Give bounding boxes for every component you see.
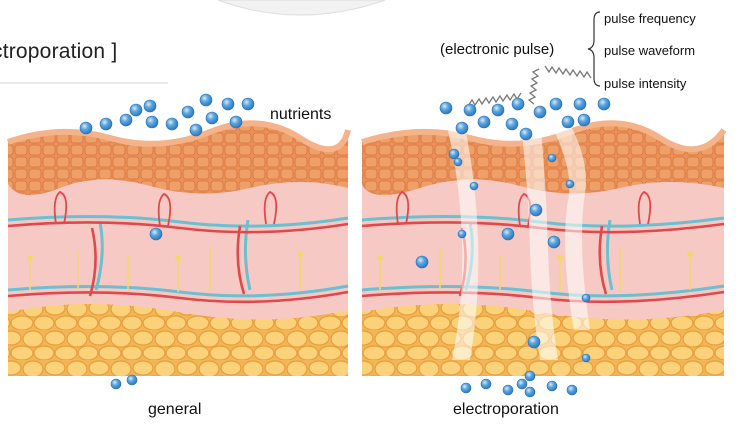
nutrient-particle [548,236,560,248]
nutrient-particle [242,98,254,110]
nutrient-particle [166,118,178,130]
nutrient-particle [454,158,462,166]
skin-panel-electroporation [362,118,724,376]
nutrient-particle [470,182,478,190]
nutrient-particle [111,379,121,389]
nutrient-particle [150,228,162,240]
nerve-ending [377,255,383,261]
nutrient-particle [146,116,158,128]
nutrient-particle [582,354,590,362]
nutrient-particle [127,375,137,385]
device-head-shape [218,0,385,15]
nutrient-particle [517,379,527,389]
electroporation-label: electroporation [453,401,559,419]
nutrient-particle [464,104,476,116]
nutrient-particle [130,104,142,116]
nutrient-particle [512,98,524,110]
nutrient-particle [100,118,112,130]
nutrient-particle [547,381,557,391]
nutrient-particle [525,387,535,397]
nutrient-particle [458,230,466,238]
skin-panel-general [8,123,348,376]
nutrient-particle [481,379,491,389]
pulse-waveform-label: pulse waveform [604,43,695,58]
nutrient-particle [578,114,590,126]
nutrient-particle [530,204,542,216]
pulse-waves [468,66,591,106]
nutrient-particle [525,371,535,381]
nutrient-particle [548,154,556,162]
nutrient-particle [506,118,518,130]
nerve-ending [297,251,303,257]
nutrient-particle [144,100,156,112]
nutrient-particle [562,116,574,128]
page-title: ctroporation ] [0,40,117,64]
pulse-frequency-label: pulse frequency [604,11,696,26]
nutrient-particle [222,98,234,110]
nutrient-particle [574,98,586,110]
parameter-bracket [588,12,600,86]
nutrient-particle [534,106,546,118]
nutrient-particle [80,122,92,134]
nerve-ending [175,255,181,261]
nutrient-particle [520,128,532,140]
nutrient-particle [440,102,452,114]
nutrient-particle [566,180,574,188]
nutrient-particle [550,98,562,110]
pulse-wave-right [545,66,591,78]
pulse-intensity-label: pulse intensity [604,76,686,91]
pulse-wave-center [529,69,539,104]
nutrient-particle [502,228,514,240]
nutrient-particle [492,104,504,116]
general-label: general [148,401,201,419]
nutrient-particle [478,116,490,128]
nutrient-particle [567,385,577,395]
nerve-ending [557,255,563,261]
nutrient-particle [456,122,468,134]
nutrient-particle [461,383,471,393]
nerve-ending [687,251,693,257]
nutrient-particle [230,116,242,128]
nutrient-particle [206,112,218,124]
nutrient-particle [503,385,513,395]
nutrient-particle [120,114,132,126]
nutrient-particle [416,256,428,268]
nutrient-particle [200,94,212,106]
electronic-pulse-label: (electronic pulse) [440,41,554,58]
nerve-ending [27,255,33,261]
nutrient-particle [598,98,610,110]
nutrient-particle [582,294,590,302]
nutrient-particle [449,149,459,159]
nutrient-particle [528,336,540,348]
nutrient-particle [182,106,194,118]
nutrient-particle [190,124,202,136]
nutrients-label: nutrients [270,106,331,124]
